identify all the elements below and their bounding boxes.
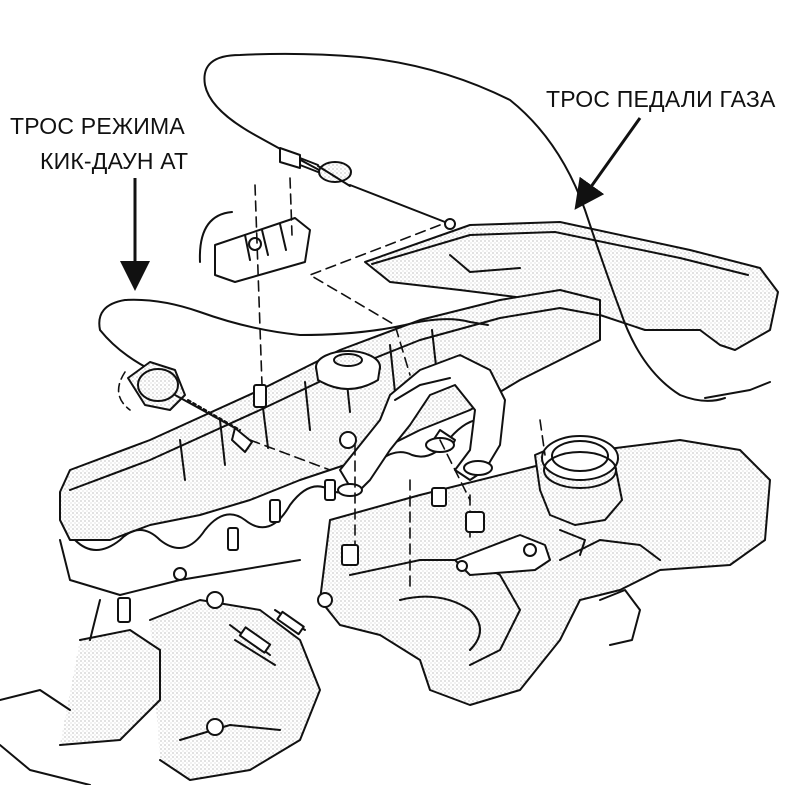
air-intake-box bbox=[364, 221, 779, 351]
kickdown-cable-adjuster bbox=[127, 361, 253, 453]
throttle-cable bbox=[203, 52, 726, 402]
throttle-label-arrow bbox=[574, 117, 642, 210]
cable-bracket bbox=[339, 354, 506, 496]
kickdown-cable-label-line2: КИК-ДАУН АТ bbox=[40, 148, 189, 174]
throttle-cable-label: ТРОС ПЕДАЛИ ГАЗА bbox=[546, 86, 776, 112]
kickdown-cable bbox=[98, 298, 471, 373]
cable-clip bbox=[198, 211, 311, 283]
throttle-cable-end bbox=[279, 147, 456, 230]
throttle-body bbox=[534, 435, 623, 526]
kickdown-cable-label-line1: ТРОС РЕЖИМА bbox=[10, 113, 185, 139]
